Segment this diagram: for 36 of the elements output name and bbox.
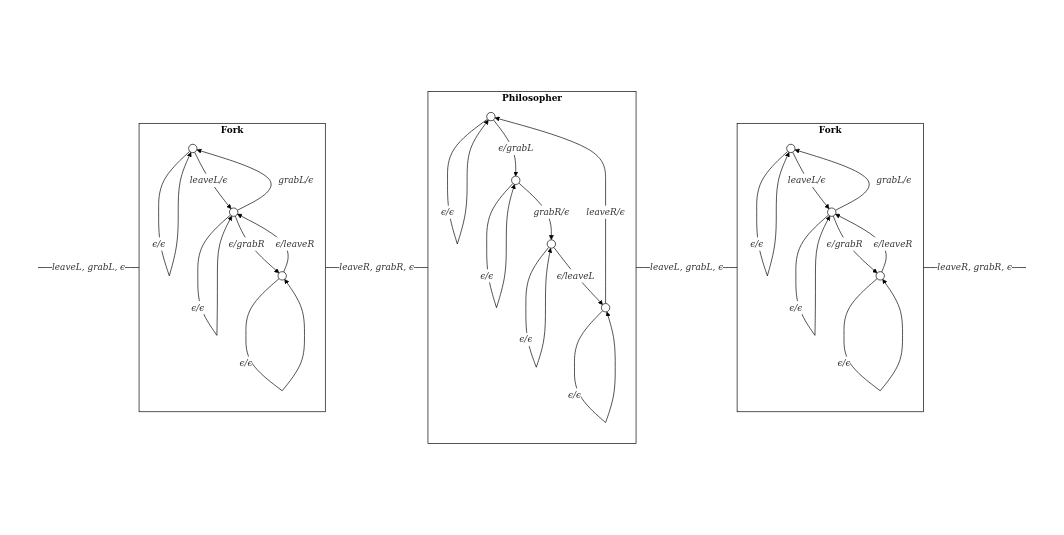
edge-label: ϵ/grabL bbox=[498, 142, 534, 154]
edge-label: leaveL, grabL, ϵ bbox=[51, 261, 126, 273]
edge-label: ϵ/leaveR bbox=[275, 238, 315, 249]
edge-label: grabR/ϵ bbox=[533, 206, 570, 218]
edge-label: ϵ/grabR bbox=[826, 238, 863, 249]
edge-label: ϵ/ϵ bbox=[519, 333, 533, 345]
edge-label: ϵ/grabR bbox=[228, 238, 265, 249]
edge-label: ϵ/ϵ bbox=[750, 238, 764, 249]
edge-label: ϵ/ϵ bbox=[191, 302, 205, 313]
edge-label: grabL/ϵ bbox=[876, 174, 912, 186]
node-circle bbox=[486, 112, 496, 122]
edge-label: ϵ/ϵ bbox=[789, 302, 803, 313]
edge-label: ϵ/ϵ bbox=[152, 238, 166, 249]
edge-label: ϵ/ϵ bbox=[239, 357, 253, 369]
node-circle bbox=[875, 271, 885, 281]
edge-label: leaveR, grabR, ϵ bbox=[339, 261, 414, 273]
node-circle bbox=[546, 239, 556, 249]
edge-label: ϵ/ϵ bbox=[441, 206, 455, 218]
edge-label: leaveL, grabL, ϵ bbox=[650, 261, 724, 273]
node-circle bbox=[277, 271, 287, 281]
edge-label: leaveL/ϵ bbox=[787, 174, 826, 186]
edge-label: grabL/ϵ bbox=[278, 174, 314, 186]
edge-label: ϵ/ϵ bbox=[837, 357, 851, 369]
node-circle bbox=[511, 175, 521, 185]
node-circle bbox=[601, 303, 611, 313]
edge-label: leaveR/ϵ bbox=[586, 206, 625, 218]
node-circle bbox=[229, 207, 239, 217]
edge-label: leaveR, grabR, ϵ bbox=[937, 261, 1013, 273]
node-circle bbox=[786, 143, 796, 153]
edge-label: ϵ/ϵ bbox=[480, 270, 494, 281]
edge-label: ϵ/leaveR bbox=[873, 238, 913, 249]
node-circle bbox=[827, 207, 837, 217]
edge-label: leaveL/ϵ bbox=[189, 174, 228, 186]
edge-label: ϵ/ϵ bbox=[567, 389, 581, 400]
edge-label: ϵ/leaveL bbox=[556, 270, 595, 281]
node-circle bbox=[188, 143, 198, 153]
